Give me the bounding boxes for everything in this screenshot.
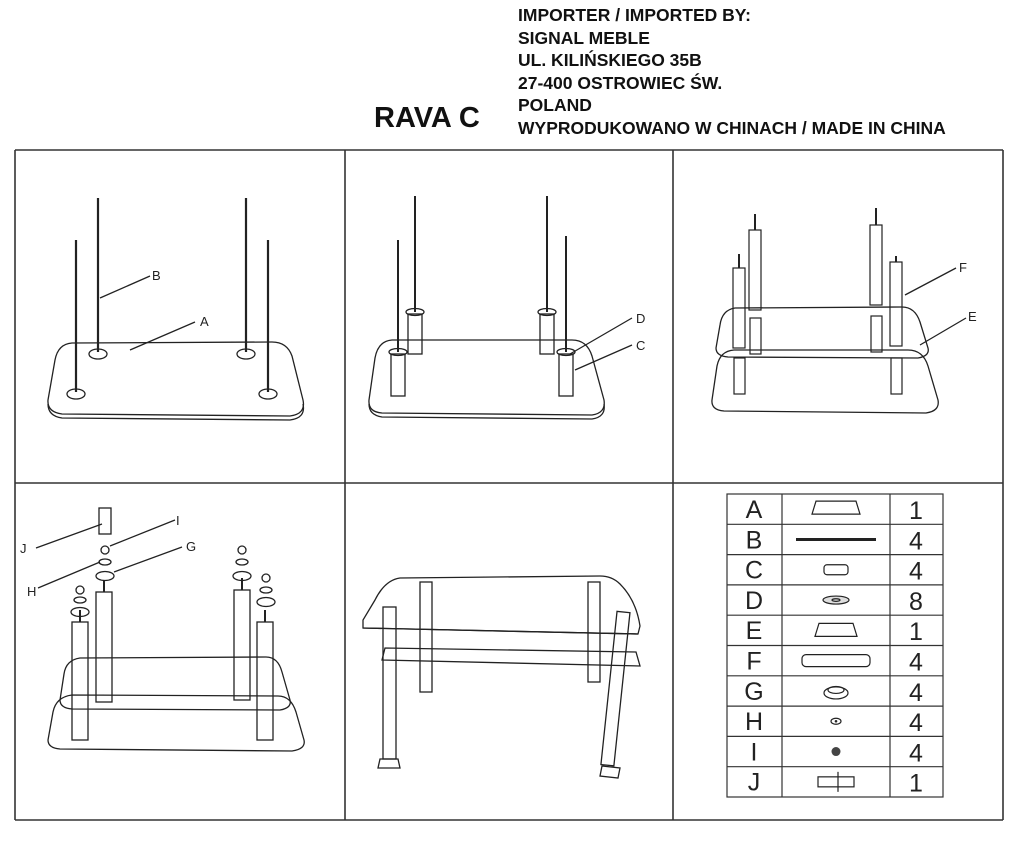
step3-illustration: F E (711, 208, 977, 414)
step2-illustration: D C (368, 196, 645, 420)
label-e: E (968, 309, 977, 324)
label-b: B (152, 268, 161, 283)
part-letter: D (745, 587, 763, 615)
part-quantity: 1 (909, 497, 923, 525)
part-quantity: 4 (909, 679, 923, 707)
hex-key-tool-icon (817, 771, 855, 792)
label-c: C (636, 338, 645, 353)
finished-table-illustration (362, 575, 641, 779)
top-glass-plate-icon (811, 500, 861, 515)
small-washer-icon (830, 717, 842, 725)
part-letter: A (746, 496, 763, 524)
label-j: J (20, 541, 27, 556)
label-i: I (176, 513, 180, 528)
washer-icon (822, 595, 850, 605)
part-quantity: 4 (909, 709, 923, 737)
part-letter: G (744, 678, 763, 706)
part-quantity: 1 (909, 618, 923, 646)
importer-line: POLAND (518, 95, 592, 116)
importer-info: IMPORTER / IMPORTED BY: SIGNAL MEBLE UL.… (518, 4, 946, 140)
importer-line: UL. KILIŃSKIEGO 35B (518, 50, 702, 71)
part-letter: I (751, 738, 758, 766)
short-tube-icon (823, 564, 849, 576)
importer-line: IMPORTER / IMPORTED BY: (518, 5, 752, 25)
label-f: F (959, 260, 967, 275)
shelf-glass-plate-icon (814, 622, 858, 637)
part-letter: F (746, 648, 761, 676)
model-name: RAVA C (374, 102, 480, 134)
label-h: H (27, 584, 36, 599)
step1-illustration: B A (47, 198, 305, 421)
step4-illustration: I J G H (20, 507, 305, 752)
label-d: D (636, 311, 645, 326)
foot-cap-icon (823, 685, 849, 700)
nut-icon (831, 747, 841, 757)
part-letter: B (746, 526, 763, 554)
part-quantity: 8 (909, 588, 923, 616)
part-quantity: 4 (909, 558, 923, 586)
long-tube-icon (801, 654, 871, 668)
importer-line: 27-400 OSTROWIEC ŚW. (518, 72, 723, 93)
panel-grid (14, 149, 1004, 821)
part-letter: C (745, 557, 763, 585)
part-quantity: 4 (909, 527, 923, 555)
part-quantity: 4 (909, 739, 923, 767)
label-a: A (200, 314, 209, 329)
part-letter: E (746, 617, 763, 645)
importer-line: SIGNAL MEBLE (518, 27, 650, 48)
label-g: G (186, 539, 196, 554)
part-letter: J (748, 769, 761, 797)
part-quantity: 1 (909, 770, 923, 798)
importer-line: WYPRODUKOWANO W CHINACH / MADE IN CHINA (518, 117, 946, 138)
part-letter: H (745, 708, 763, 736)
part-quantity: 4 (909, 649, 923, 677)
